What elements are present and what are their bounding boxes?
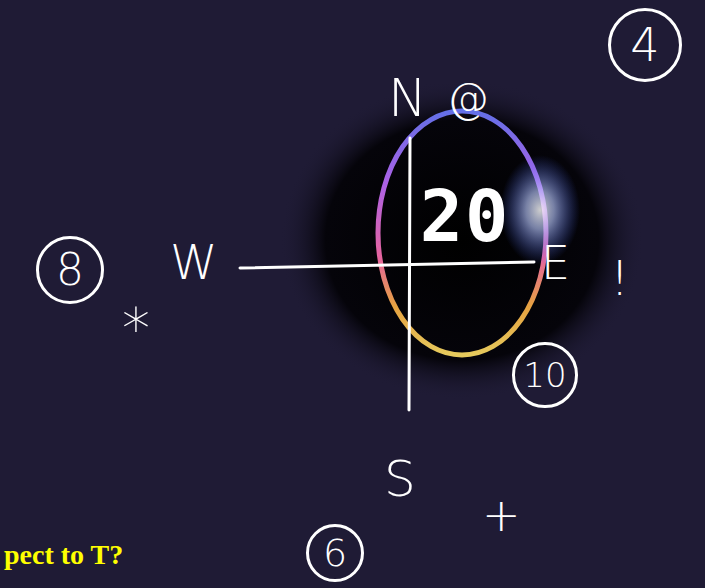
circled-number: 10 [512, 342, 577, 407]
west-east-line [240, 262, 534, 268]
callout-number: 6 [323, 534, 347, 572]
compass-mark: W [170, 236, 217, 289]
callout-number: 8 [56, 248, 84, 292]
circled-number: 6 [306, 524, 364, 582]
compass-mark: ! [610, 252, 629, 305]
timer-display: 20 [378, 110, 546, 356]
compass-mark: + [482, 490, 521, 541]
compass-mark: N [388, 70, 427, 127]
callout-number: 10 [523, 358, 566, 392]
question-text: pect to T? [4, 540, 123, 571]
dark-disc [280, 80, 644, 400]
circled-number: 8 [36, 236, 104, 304]
circled-number: 4 [608, 8, 682, 82]
compass-mark: * [122, 298, 150, 360]
compass-mark: S [384, 452, 416, 507]
timer-digits: 20 [420, 180, 511, 252]
compass-mark: @ [447, 76, 489, 122]
north-south-line [409, 138, 410, 410]
callout-number: 4 [630, 22, 659, 68]
compass-mark: E [541, 238, 570, 289]
